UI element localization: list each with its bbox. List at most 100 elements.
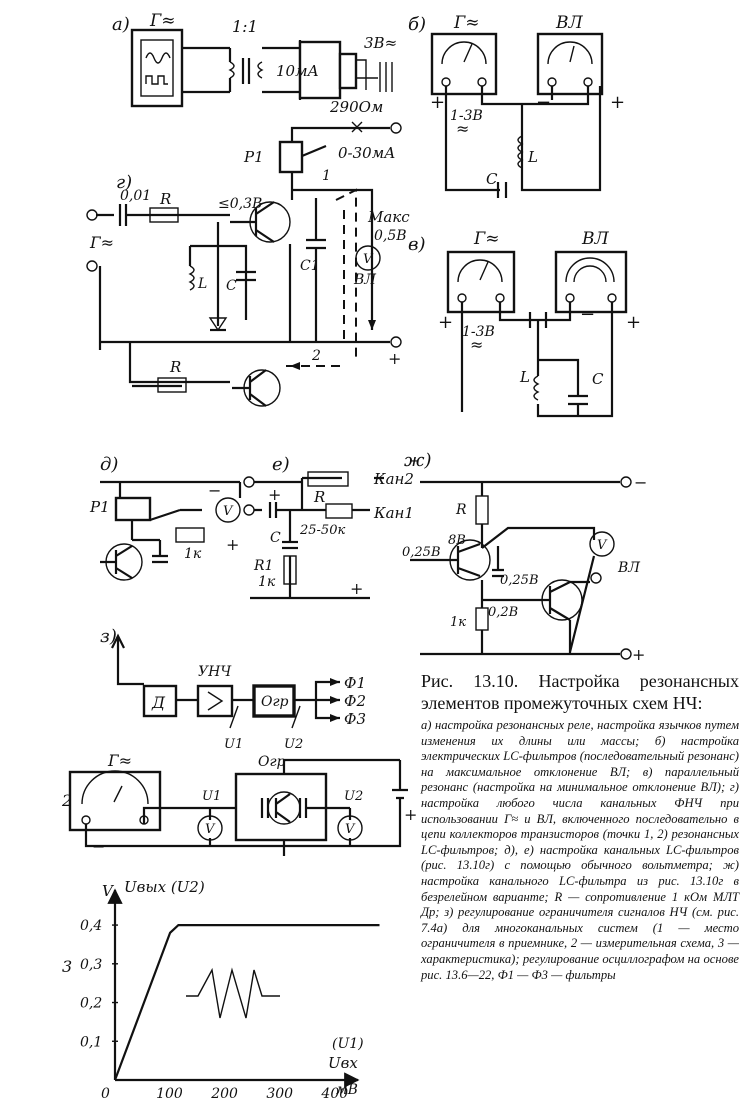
y-axis-series-label: Uвых (U2)	[124, 878, 205, 896]
panel-zh: ж) − R 8В 0,25В 0,25В V ВЛ 1к 0,2В +	[402, 450, 647, 664]
svg-text:1-3В: 1-3В	[450, 108, 483, 124]
panel-z: з) Д УНЧ Огр Ф1 Ф2 Ф3 U1 U2 2 Г≈ V U1 Ог…	[61, 626, 417, 856]
svg-text:Ф2: Ф2	[344, 692, 366, 710]
svg-text:−: −	[536, 92, 551, 113]
svg-text:ВЛ: ВЛ	[353, 272, 376, 288]
svg-text:L: L	[519, 368, 530, 386]
panel-v: в) Г≈ ВЛ + 1-3В ≈ − + L C	[408, 229, 641, 418]
svg-text:Кан2: Кан2	[373, 470, 414, 488]
svg-text:Г≈: Г≈	[473, 229, 500, 249]
svg-text:U2: U2	[344, 789, 363, 804]
panel-a: а) Г≈ 1:1 10мА 3В≈ 290Ом	[112, 11, 397, 116]
x-axis-label: Uвх	[328, 1054, 358, 1072]
svg-text:Макс: Макс	[367, 208, 410, 226]
svg-text:+: +	[226, 535, 239, 554]
svg-text:+: +	[610, 92, 625, 113]
svg-text:Ф1: Ф1	[344, 674, 366, 692]
square-wave-icon	[145, 75, 168, 85]
svg-text:8В: 8В	[448, 533, 466, 548]
svg-text:+: +	[430, 92, 445, 113]
y-tick-label: 0,4	[80, 918, 102, 934]
x-tick-label: 100	[156, 1086, 183, 1102]
svg-text:2: 2	[61, 791, 72, 810]
svg-text:U1: U1	[224, 737, 243, 752]
transformer-coils	[228, 61, 264, 79]
svg-text:+: +	[632, 645, 645, 664]
meter-label-b: ВЛ	[555, 13, 583, 33]
svg-text:2: 2	[311, 348, 321, 364]
x-tick-label: 0	[101, 1086, 110, 1102]
svg-text:V: V	[597, 538, 608, 553]
panel-v-tag: в)	[408, 234, 426, 255]
svg-text:C: C	[592, 370, 604, 388]
relay-p1	[278, 140, 304, 174]
supply-label: 3В≈	[364, 34, 397, 52]
relay-label: 10мА	[276, 62, 319, 80]
svg-text:C: C	[226, 278, 237, 294]
sine-wave-icon	[145, 52, 171, 64]
svg-text:U2: U2	[284, 737, 303, 752]
svg-text:0,5В: 0,5В	[374, 228, 407, 244]
svg-text:+: +	[438, 312, 453, 333]
res-label: 290Ом	[329, 98, 383, 116]
transformer-leads	[182, 46, 232, 94]
x-tick-label: 300	[266, 1086, 293, 1102]
svg-text:0,2В: 0,2В	[488, 605, 518, 620]
svg-text:Р1: Р1	[89, 498, 110, 516]
antenna-icon	[111, 633, 144, 686]
svg-text:R: R	[169, 358, 181, 376]
svg-text:е): е)	[272, 454, 290, 475]
svg-text:ВЛ: ВЛ	[617, 560, 640, 576]
generator-box	[130, 28, 184, 108]
svg-text:1к: 1к	[184, 546, 202, 562]
svg-text:+: +	[404, 805, 417, 824]
caption-title: Рис. 13.10. Настройка резонансных элемен…	[421, 671, 739, 713]
svg-text:+: +	[626, 312, 641, 333]
svg-text:C: C	[486, 170, 498, 188]
panel-a-tag: а)	[112, 14, 130, 35]
figure-caption: Рис. 13.10. Настройка резонансных элемен…	[421, 670, 739, 983]
series-line	[113, 924, 380, 1081]
gen-label-b: Г≈	[453, 13, 480, 33]
svg-text:1к: 1к	[258, 574, 276, 590]
svg-text:Огр: Огр	[258, 754, 286, 770]
svg-text:С: С	[270, 530, 281, 546]
svg-text:0,01: 0,01	[120, 188, 151, 204]
svg-text:V: V	[205, 822, 216, 837]
svg-text:≤0,3В: ≤0,3В	[218, 196, 262, 212]
svg-text:R: R	[455, 502, 467, 518]
svg-text:L: L	[197, 276, 207, 292]
y-tick-label: 0,3	[80, 957, 102, 973]
svg-text:≈: ≈	[470, 335, 483, 354]
chart-label: 3	[62, 957, 72, 976]
svg-text:1к: 1к	[450, 615, 466, 630]
x-axis-paren: (U1)	[332, 1036, 364, 1052]
svg-text:1: 1	[322, 168, 331, 184]
x-tick-label: 400	[320, 1086, 348, 1102]
svg-text:U1: U1	[202, 789, 221, 804]
svg-text:ж): ж)	[404, 450, 431, 471]
series-lc-wiring	[444, 86, 602, 192]
svg-text:г): г)	[116, 172, 132, 193]
x-tick-label: 200	[210, 1086, 238, 1102]
svg-text:0,25В: 0,25В	[500, 573, 539, 588]
svg-text:з): з)	[100, 626, 117, 647]
svg-text:Кан1: Кан1	[373, 504, 414, 522]
svg-text:V: V	[223, 504, 234, 519]
ratio-label: 1:1	[232, 17, 258, 36]
svg-text:Ф3: Ф3	[344, 710, 366, 728]
svg-text:R: R	[313, 488, 325, 506]
svg-text:−: −	[208, 481, 221, 500]
relay-core	[338, 52, 358, 90]
svg-text:С1: С1	[300, 258, 320, 274]
panel-b-tag: б)	[408, 14, 426, 35]
svg-text:+: +	[350, 579, 363, 598]
svg-text:+: +	[268, 485, 281, 504]
y-tick-label: 0,2	[80, 996, 102, 1012]
svg-text:УНЧ: УНЧ	[198, 664, 232, 680]
svg-text:Огр: Огр	[261, 694, 289, 710]
svg-text:+: +	[388, 349, 401, 368]
svg-text:R: R	[159, 190, 171, 208]
svg-text:−: −	[580, 304, 595, 325]
